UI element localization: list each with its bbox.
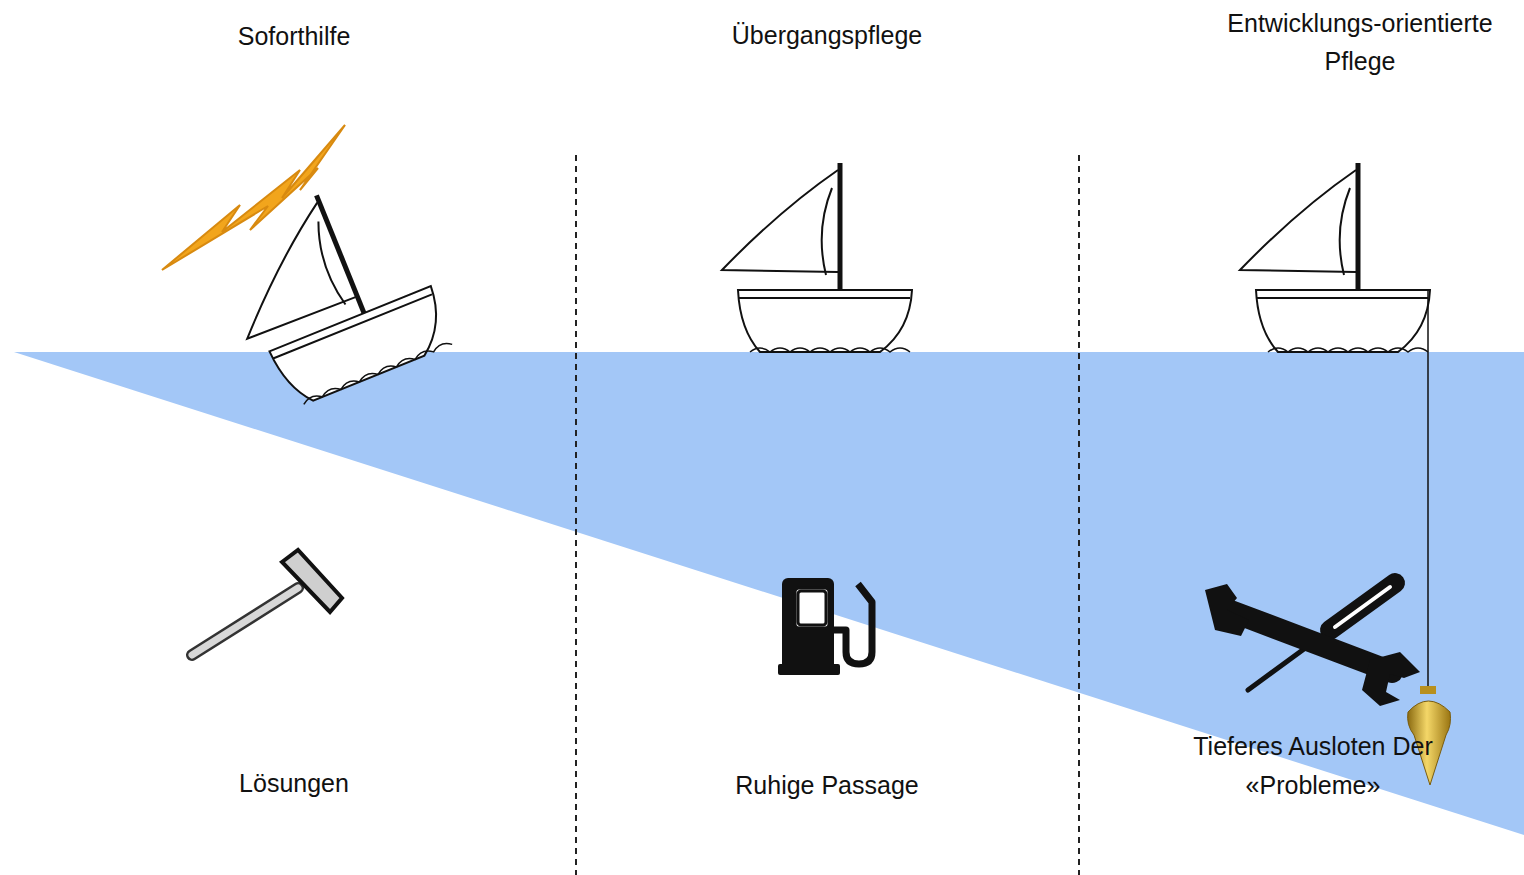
boat-sail (210, 203, 356, 341)
boat-sail-fold (1340, 188, 1350, 275)
boat-sail (1240, 170, 1356, 272)
boat-mast (1356, 163, 1361, 290)
column-divider (1078, 155, 1080, 875)
fuel-pump-icon (778, 578, 872, 675)
pump-window-inner (798, 591, 826, 625)
boat-waves (1268, 348, 1428, 352)
plumb-bob-cap (1420, 686, 1436, 694)
wrench-shaft (1228, 610, 1392, 672)
pump-hose (834, 584, 872, 664)
column-divider (575, 155, 577, 875)
water-wedge (14, 352, 1524, 835)
tools-icon (1205, 583, 1420, 706)
pump-window (795, 588, 829, 628)
sounding-boat (1240, 163, 1430, 352)
boat-hull (269, 286, 454, 409)
column-caption: Lösungen (144, 767, 444, 799)
hammer-handle (192, 588, 298, 655)
sailing-boat (722, 163, 912, 352)
boat-waves (750, 348, 910, 352)
hammer-icon (192, 550, 342, 655)
boat-sail (722, 170, 838, 272)
hammer-head (282, 550, 342, 612)
pump-base (778, 664, 840, 675)
column-heading: Soforthilfe (144, 20, 444, 52)
boat-sail-fold (309, 222, 351, 307)
boat-hull (1256, 290, 1430, 352)
screwdriver-highlight (1335, 587, 1390, 627)
wrench-jaw (1362, 652, 1420, 706)
boat-sail-fold (822, 188, 832, 275)
screwdriver-handle (1330, 583, 1395, 630)
column-caption: Tieferes Ausloten Der «Probleme» (1193, 727, 1433, 805)
pump-body (782, 578, 834, 670)
boat-waves (302, 341, 452, 405)
column-caption: Ruhige Passage (667, 769, 987, 801)
wrench-jaw (1205, 584, 1249, 636)
tilting-boat (207, 168, 454, 414)
hammer-handle-fill (192, 588, 298, 655)
column-heading: Übergangspflege (667, 19, 987, 51)
boat-mast (838, 163, 843, 290)
boat-hull (738, 290, 912, 352)
plumb-line (1427, 290, 1429, 688)
column-heading: Entwicklungs-orientierte Pflege (1195, 4, 1524, 80)
